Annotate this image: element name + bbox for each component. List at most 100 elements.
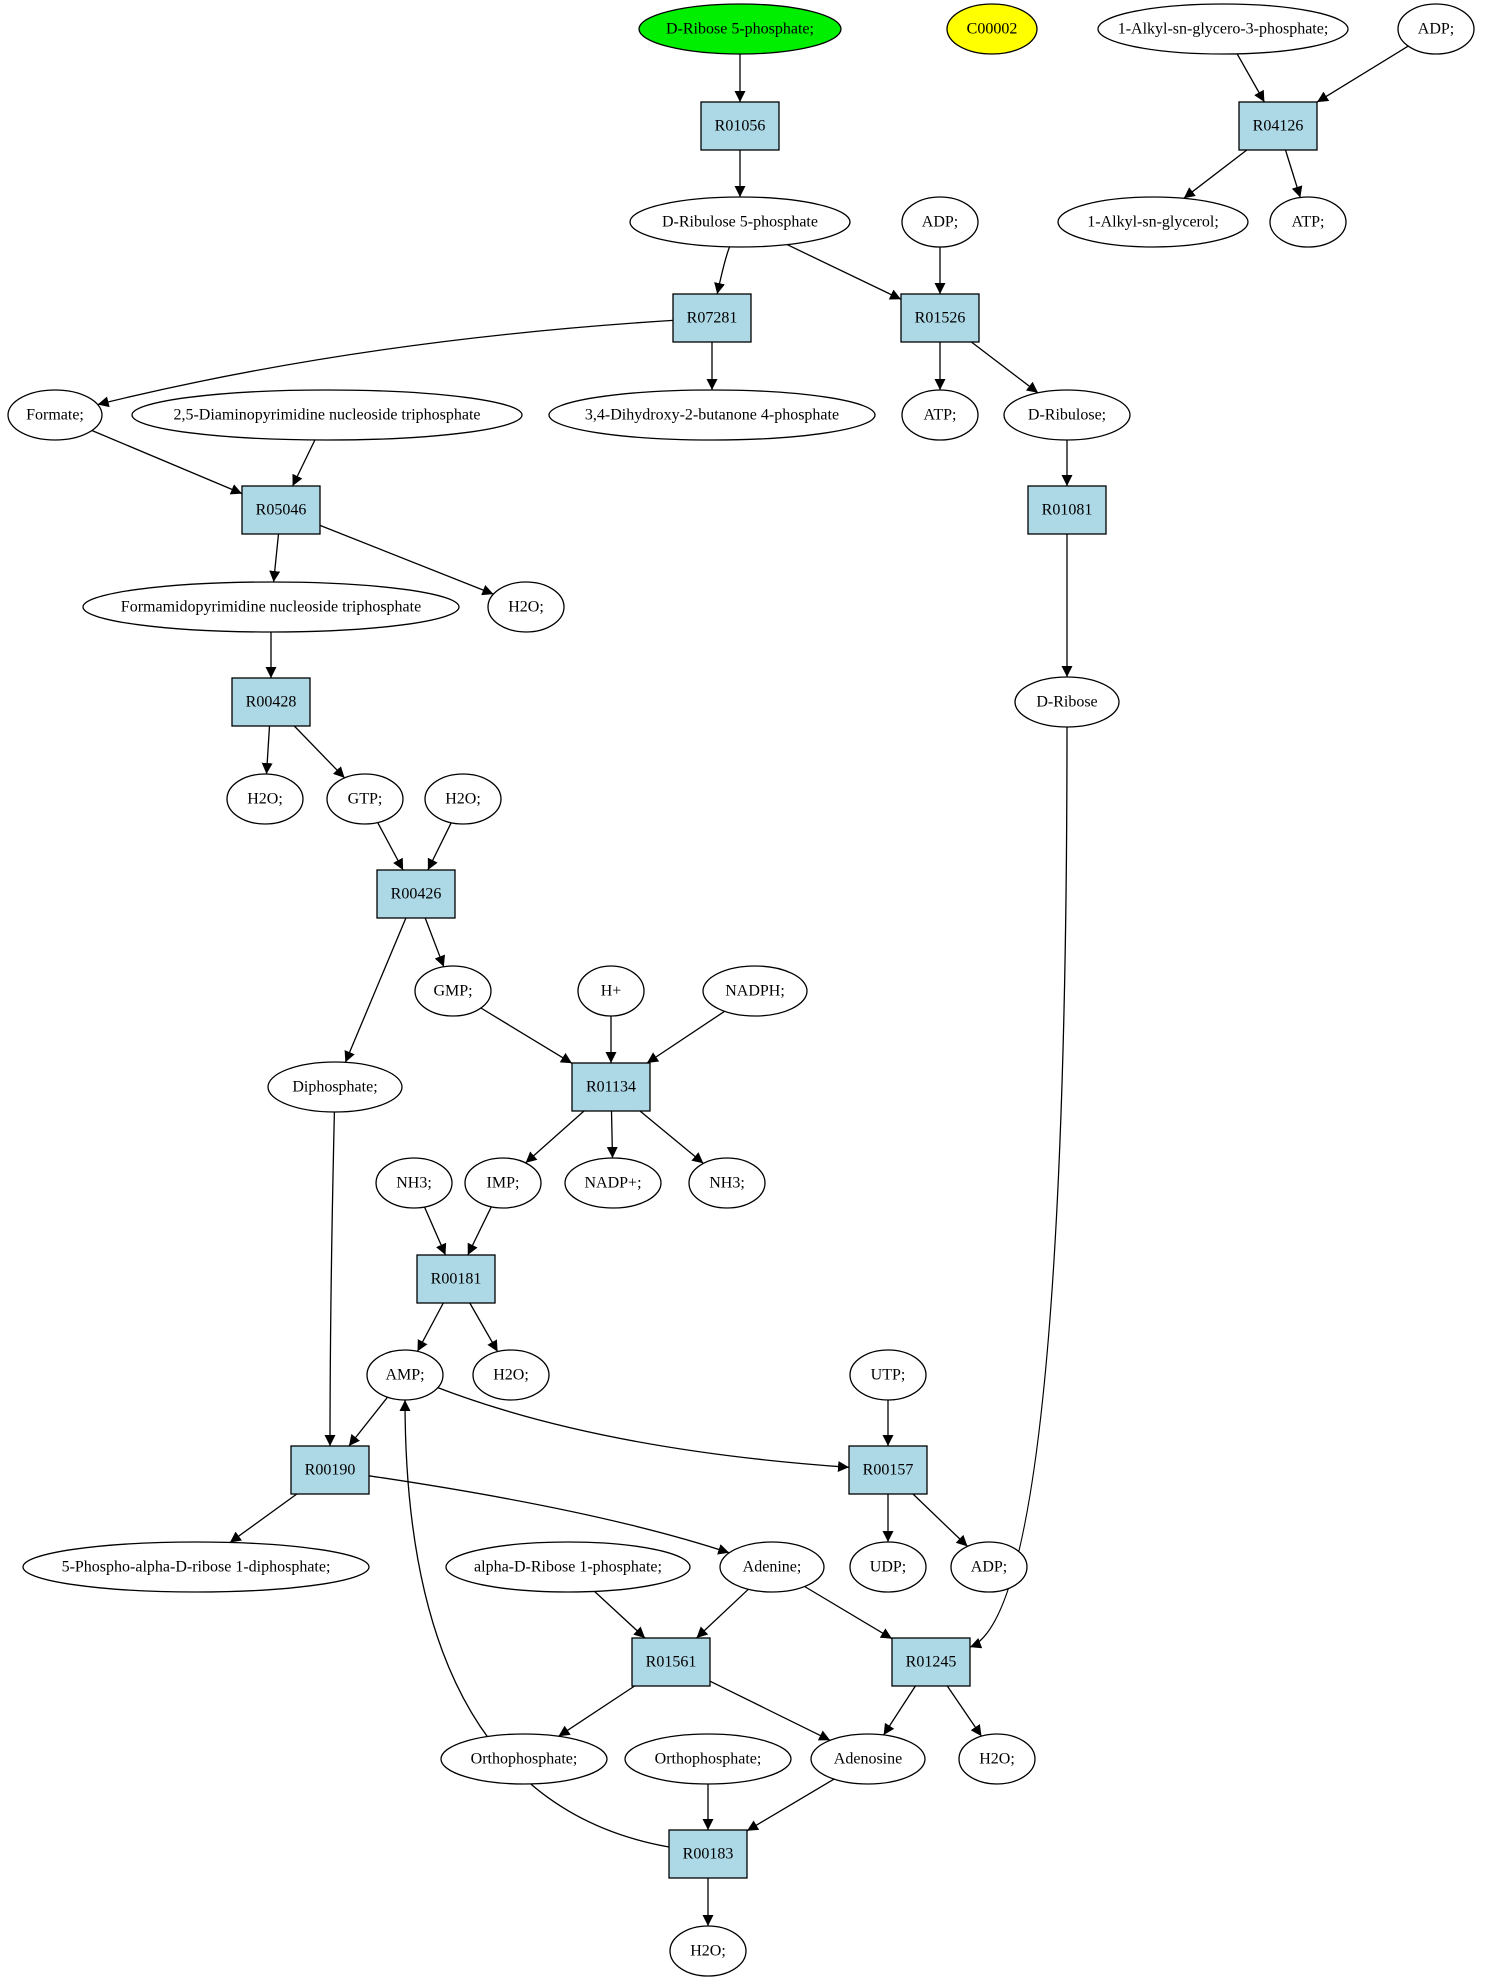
compound-node-ribulose5p[interactable]: D-Ribulose 5-phosphate: [629, 196, 851, 248]
reaction-label: R07281: [687, 310, 738, 327]
compound-node-adenosine[interactable]: Adenosine: [810, 1733, 926, 1785]
compound-node-ar1p[interactable]: alpha-D-Ribose 1-phosphate;: [445, 1541, 691, 1593]
compound-node-ortho-b[interactable]: Orthophosphate;: [624, 1733, 792, 1785]
compound-node-gmp[interactable]: GMP;: [414, 965, 492, 1017]
compound-label: Orthophosphate;: [655, 1751, 762, 1768]
reaction-node-r07281[interactable]: R07281: [672, 293, 752, 343]
nodes-layer: D-Ribose 5-phosphate; C00002 1-Alkyl-sn-gl…: [7, 3, 1475, 1977]
compound-node-prpp[interactable]: 5-Phospho-alpha-D-ribose 1-diphosphate;: [22, 1541, 370, 1593]
reaction-label: R01526: [915, 310, 966, 327]
compound-ellipse: [548, 389, 876, 441]
compound-node-ortho-a[interactable]: Orthophosphate;: [440, 1733, 608, 1785]
compound-ellipse: [810, 1733, 926, 1785]
reaction-label: R00183: [683, 1846, 734, 1863]
compound-node-imp[interactable]: IMP;: [464, 1157, 542, 1209]
compound-ellipse: [226, 773, 304, 825]
reaction-box: [1027, 485, 1107, 535]
edge-r-R00190-to-n-prpp: [229, 1493, 298, 1544]
reaction-label: R01245: [906, 1654, 957, 1671]
compound-label: Diphosphate;: [292, 1079, 377, 1096]
compound-ellipse: [849, 1349, 927, 1401]
reaction-label: R00190: [305, 1462, 356, 1479]
compound-node-diphosphate[interactable]: Diphosphate;: [267, 1061, 403, 1113]
compound-node-adp-mid[interactable]: ADP;: [901, 196, 979, 248]
compound-ellipse: [366, 1349, 444, 1401]
reaction-node-r05046[interactable]: R05046: [241, 485, 321, 535]
compound-node-nadp[interactable]: NADP+;: [564, 1157, 662, 1209]
edge-n-ar1p-to-r-R01561: [594, 1590, 646, 1639]
compound-ellipse: [424, 773, 502, 825]
edge-r-R05046-to-n-formamido: [269, 533, 281, 583]
compound-node-udp[interactable]: UDP;: [849, 1541, 927, 1593]
reaction-label: R01134: [586, 1079, 636, 1096]
compound-node-nh3-b[interactable]: NH3;: [688, 1157, 766, 1209]
compound-ellipse: [1014, 676, 1120, 728]
reaction-node-r00181[interactable]: R00181: [416, 1254, 496, 1304]
edge-n-gtp-to-r-R00426: [377, 822, 404, 871]
compound-node-atp-m[interactable]: ATP;: [901, 389, 979, 441]
reaction-node-r01245[interactable]: R01245: [891, 1637, 971, 1687]
compound-node-h2o-b[interactable]: H2O;: [226, 773, 304, 825]
compound-node-ribulose[interactable]: D-Ribulose;: [1003, 389, 1131, 441]
compound-label: ADP;: [922, 214, 958, 231]
compound-node-h2o-f[interactable]: H2O;: [669, 1925, 747, 1977]
reaction-node-r04126[interactable]: R04126: [1238, 101, 1318, 151]
edge-r-R00428-to-n-h2o-b: [261, 725, 273, 775]
compound-ellipse: [1003, 389, 1131, 441]
reaction-node-r01526[interactable]: R01526: [900, 293, 980, 343]
compound-node-h2o-c[interactable]: H2O;: [424, 773, 502, 825]
compound-label: ADP;: [1418, 21, 1454, 38]
compound-node-diamino[interactable]: 2,5-Diaminopyrimidine nucleoside triphos…: [131, 389, 523, 441]
reaction-node-r00190[interactable]: R00190: [290, 1445, 370, 1495]
edge-n-ribulose5p-to-r-R07281: [714, 246, 731, 295]
compound-node-dhbp[interactable]: 3,4-Dihydroxy-2-butanone 4-phosphate: [548, 389, 876, 441]
reaction-node-r01081[interactable]: R01081: [1027, 485, 1107, 535]
reaction-node-r00183[interactable]: R00183: [668, 1829, 748, 1879]
edge-n-adenosine-to-r-R00183: [746, 1778, 835, 1832]
reaction-label: R04126: [1253, 118, 1304, 135]
compound-node-alkylg[interactable]: 1-Alkyl-sn-glycerol;: [1057, 196, 1249, 248]
edge-r-R07281-to-n-formate: [97, 319, 674, 408]
reaction-node-r01056[interactable]: R01056: [700, 101, 780, 151]
edge-r-R01134-to-n-imp: [525, 1110, 585, 1164]
compound-ellipse: [326, 773, 404, 825]
edge-r-R01561-to-n-adenosine: [709, 1680, 831, 1741]
compound-ellipse: [82, 581, 460, 633]
edge-n-diamino-to-r-R05046: [292, 439, 316, 487]
compound-node-formate[interactable]: Formate;: [7, 389, 103, 441]
compound-node-h2o-e[interactable]: H2O;: [958, 1733, 1036, 1785]
reaction-node-r01134[interactable]: R01134: [571, 1062, 651, 1112]
compound-node-nadph[interactable]: NADPH;: [702, 965, 808, 1017]
compound-node-ribose5p[interactable]: D-Ribose 5-phosphate;: [638, 3, 842, 55]
compound-node-alkylg3p[interactable]: 1-Alkyl-sn-glycero-3-phosphate;: [1097, 3, 1349, 55]
compound-node-adenine[interactable]: Adenine;: [719, 1541, 825, 1593]
reaction-node-r00426[interactable]: R00426: [376, 869, 456, 919]
reaction-box: [891, 1637, 971, 1687]
compound-ellipse: [1397, 3, 1475, 55]
compound-node-h2o-d[interactable]: H2O;: [472, 1349, 550, 1401]
compound-node-c00002[interactable]: C00002: [946, 3, 1038, 55]
compound-node-adp-top[interactable]: ADP;: [1397, 3, 1475, 55]
reaction-node-r00428[interactable]: R00428: [231, 677, 311, 727]
edge-r-R00426-to-n-gmp: [424, 917, 446, 968]
edge-r-R00183-to-n-amp: [399, 1399, 670, 1848]
compound-node-adp-b[interactable]: ADP;: [950, 1541, 1028, 1593]
compound-node-nh3-a[interactable]: NH3;: [375, 1157, 453, 1209]
compound-node-h2o-a[interactable]: H2O;: [487, 581, 565, 633]
reaction-label: R00426: [391, 886, 442, 903]
compound-ellipse: [375, 1157, 453, 1209]
reaction-box: [376, 869, 456, 919]
reaction-box: [241, 485, 321, 535]
edge-n-adenine-to-r-R01245: [804, 1585, 893, 1640]
compound-node-formamido[interactable]: Formamidopyrimidine nucleoside triphosph…: [82, 581, 460, 633]
compound-node-atp-r[interactable]: ATP;: [1269, 196, 1347, 248]
compound-node-utp[interactable]: UTP;: [849, 1349, 927, 1401]
compound-node-dribose[interactable]: D-Ribose: [1014, 676, 1120, 728]
compound-node-amp[interactable]: AMP;: [366, 1349, 444, 1401]
compound-node-gtp[interactable]: GTP;: [326, 773, 404, 825]
compound-node-hplus[interactable]: H+: [577, 965, 645, 1017]
reaction-node-r00157[interactable]: R00157: [848, 1445, 928, 1495]
reaction-node-r01561[interactable]: R01561: [631, 1637, 711, 1687]
compound-label: H2O;: [247, 791, 283, 808]
